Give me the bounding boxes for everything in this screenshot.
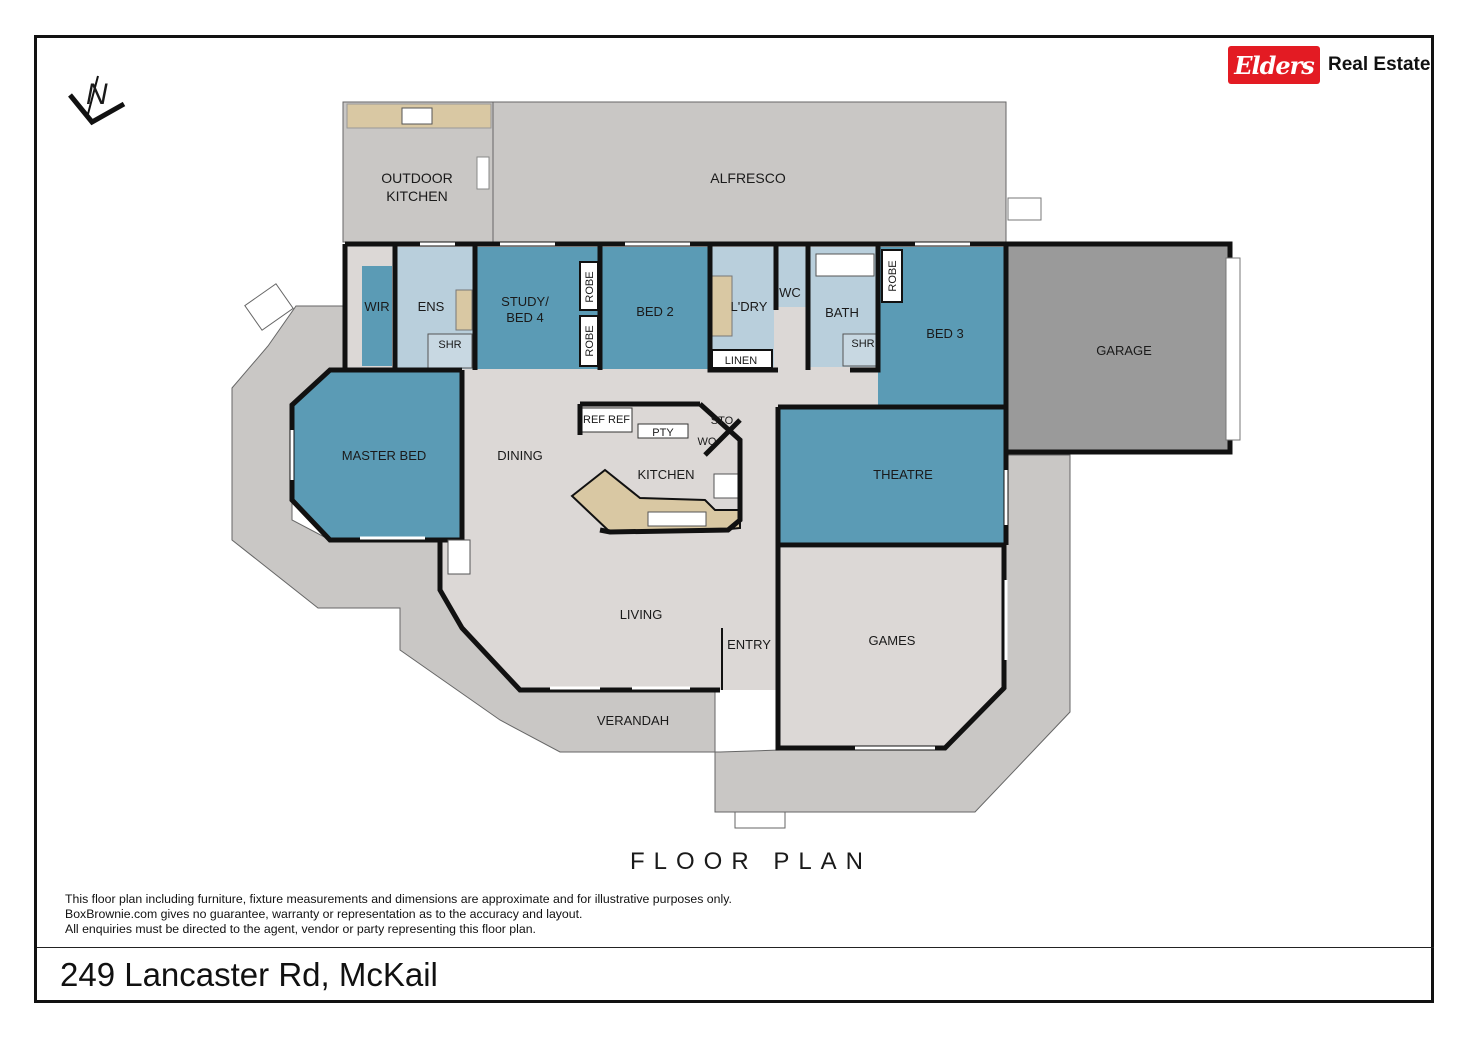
disclaimer-line: All enquiries must be directed to the ag… [65, 922, 536, 936]
label-ref-b: REF [608, 414, 630, 426]
label-living: LIVING [620, 607, 663, 622]
label-master-bed: MASTER BED [342, 448, 427, 463]
label-study-1: STUDY/ [501, 294, 549, 309]
label-study-2: BED 4 [506, 310, 544, 325]
label-bed2: BED 2 [636, 304, 674, 319]
label-garage: GARAGE [1096, 343, 1152, 358]
label-ref-a: REF [583, 414, 605, 426]
label-dining: DINING [497, 448, 543, 463]
disclaimer-line: BoxBrownie.com gives no guarantee, warra… [65, 907, 583, 921]
label-ldry: L'DRY [731, 299, 768, 314]
label-wc: WC [779, 285, 801, 300]
master-bed-room [292, 368, 460, 540]
page-frame [34, 35, 1434, 1003]
label-kitchen: KITCHEN [637, 467, 694, 482]
label-linen: LINEN [725, 355, 757, 367]
label-bath: BATH [825, 305, 859, 320]
footer-divider [37, 947, 1434, 948]
label-bed3: BED 3 [926, 326, 964, 341]
elders-logo-badge: Elders [1228, 46, 1320, 84]
property-address: 249 Lancaster Rd, McKail [60, 956, 438, 993]
room-labels: OUTDOOR KITCHEN ALFRESCO WIR ENS SHR STU… [342, 170, 1152, 728]
label-entry: ENTRY [727, 637, 771, 652]
label-robe-b: ROBE [584, 325, 596, 356]
verandah-area [231, 283, 1071, 829]
plan-title: FLOOR PLAN [629, 848, 873, 875]
label-bath-shr: SHR [851, 338, 874, 350]
label-pty: PTY [652, 427, 674, 439]
bed2-room [600, 247, 710, 369]
windows [290, 242, 1008, 750]
label-games: GAMES [869, 633, 916, 648]
label-theatre: THEATRE [873, 467, 933, 482]
games-room [780, 548, 1004, 748]
label-wir: WIR [364, 299, 389, 314]
disclaimer: This floor plan including furniture, fix… [65, 892, 732, 937]
label-outdoor-kitchen-1: OUTDOOR [381, 170, 453, 186]
disclaimer-line: This floor plan including furniture, fix… [65, 892, 732, 906]
agency-name-suffix: Real Estate [1328, 54, 1431, 75]
north-arrow-icon: N [68, 75, 126, 126]
label-sto: STO [711, 415, 734, 427]
north-letter: N [86, 78, 108, 111]
garage-room [1003, 241, 1233, 455]
label-ens-shr: SHR [438, 339, 461, 351]
theatre-room [780, 407, 1004, 545]
agency-logo: Elders Real Estate [1228, 46, 1430, 84]
label-wo: WO [698, 436, 717, 448]
label-verandah: VERANDAH [597, 713, 669, 728]
label-outdoor-kitchen-2: KITCHEN [386, 188, 447, 204]
label-alfresco: ALFRESCO [710, 170, 786, 186]
wc-room [774, 247, 806, 307]
label-robe-a: ROBE [584, 271, 596, 302]
label-robe-c: ROBE [887, 260, 899, 291]
label-ens: ENS [418, 299, 445, 314]
